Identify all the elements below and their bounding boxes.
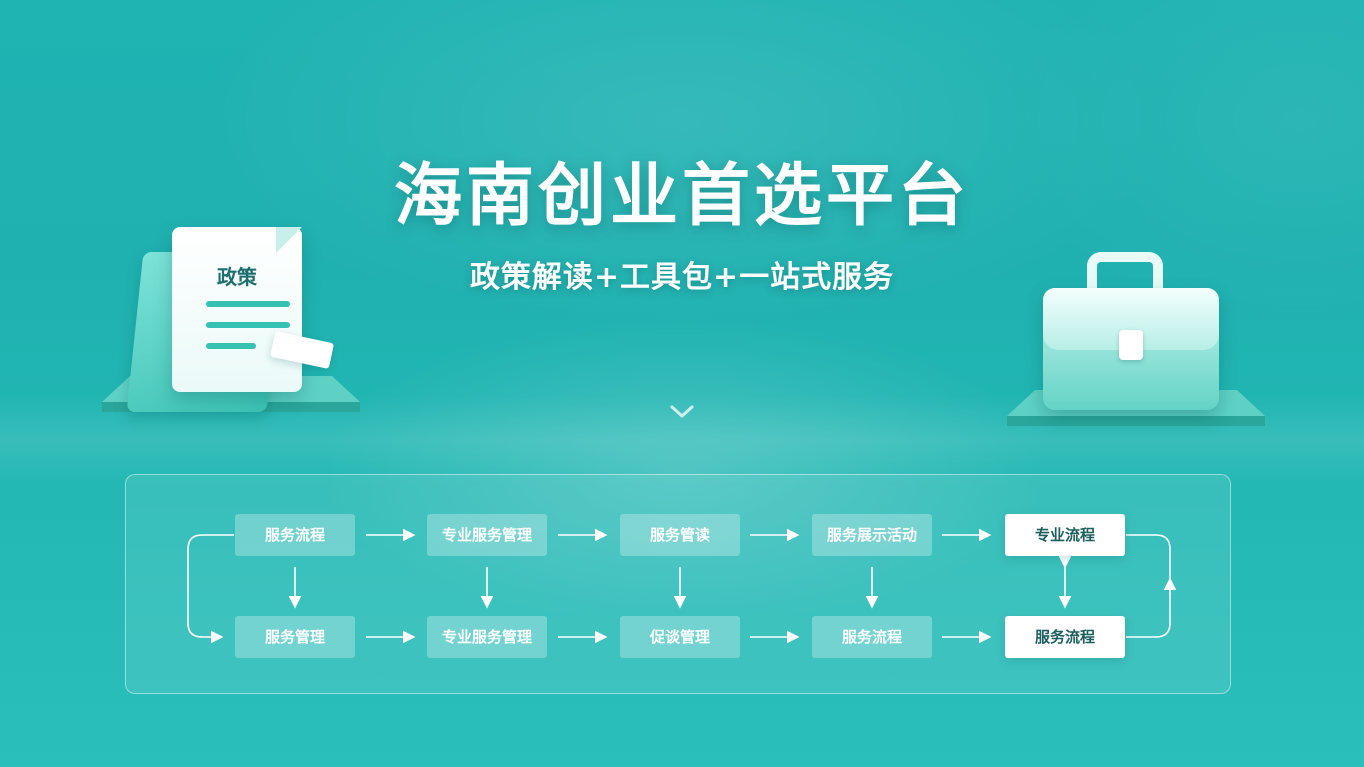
flow-panel: 服务流程 专业服务管理 服务管读 服务展示活动 专业流程 服务管理 专业服务管理… [125,474,1231,694]
flow-node-highlight: 专业流程 [1005,514,1125,556]
flow-node-highlight: 服务流程 [1005,616,1125,658]
briefcase-icon [1043,288,1219,410]
flow-node: 专业服务管理 [427,616,547,658]
flow-node: 专业服务管理 [427,514,547,556]
document-line [206,322,290,328]
briefcase-handle [1087,252,1163,298]
flow-node: 服务管理 [235,616,355,658]
briefcase-clasp [1119,330,1143,360]
briefcase-illustration [1005,250,1270,445]
flow-node: 服务管读 [620,514,740,556]
policy-document-illustration: 政策 [100,222,365,427]
document-line [206,343,256,349]
page-subtitle: 政策解读+工具包+一站式服务 [469,260,895,295]
document-line [206,301,290,307]
chevron-down-icon [670,405,694,418]
page-title: 海南创业首选平台 [393,157,970,236]
flow-node: 服务流程 [235,514,355,556]
flow-node: 服务展示活动 [812,514,932,556]
document-icon: 政策 [172,227,302,392]
flow-node: 促谈管理 [620,616,740,658]
document-label: 政策 [217,265,257,289]
flow-node: 服务流程 [812,616,932,658]
flow-connectors [187,528,1177,644]
